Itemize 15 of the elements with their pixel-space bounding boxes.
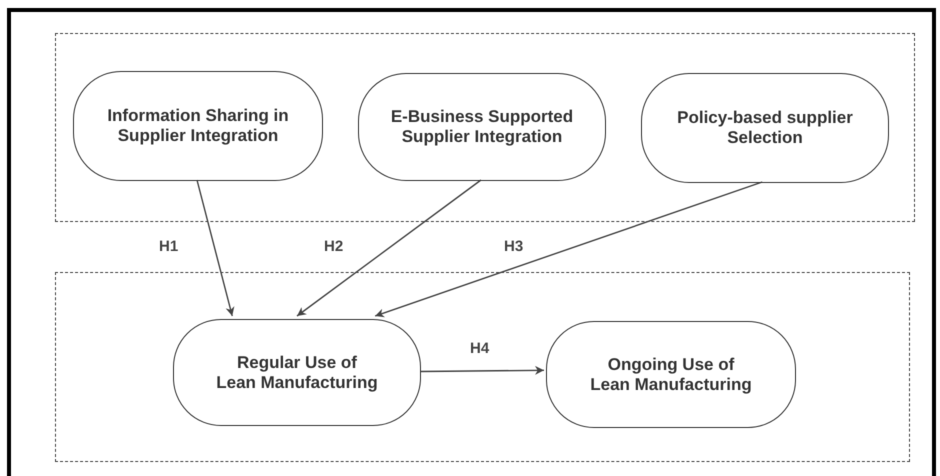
arrow [420, 366, 544, 375]
arrow [196, 180, 234, 316]
construct-box [546, 321, 796, 428]
construct-label: E-Business Supported Supplier Integration [390, 107, 574, 147]
construct-box [358, 73, 606, 181]
construct-label: Ongoing Use of Lean Manufacturing [589, 354, 753, 394]
construct-box [173, 319, 421, 426]
arrow [374, 181, 762, 318]
construct-box [641, 73, 889, 183]
construct-label: Policy-based supplier Selection [676, 108, 854, 148]
dashed-group-box [55, 33, 915, 222]
construct-label: Information Sharing in Supplier Integration [106, 106, 290, 146]
arrow [296, 179, 482, 317]
construct-label: Regular Use of Lean Manufacturing [215, 352, 379, 392]
construct-box [73, 71, 323, 181]
